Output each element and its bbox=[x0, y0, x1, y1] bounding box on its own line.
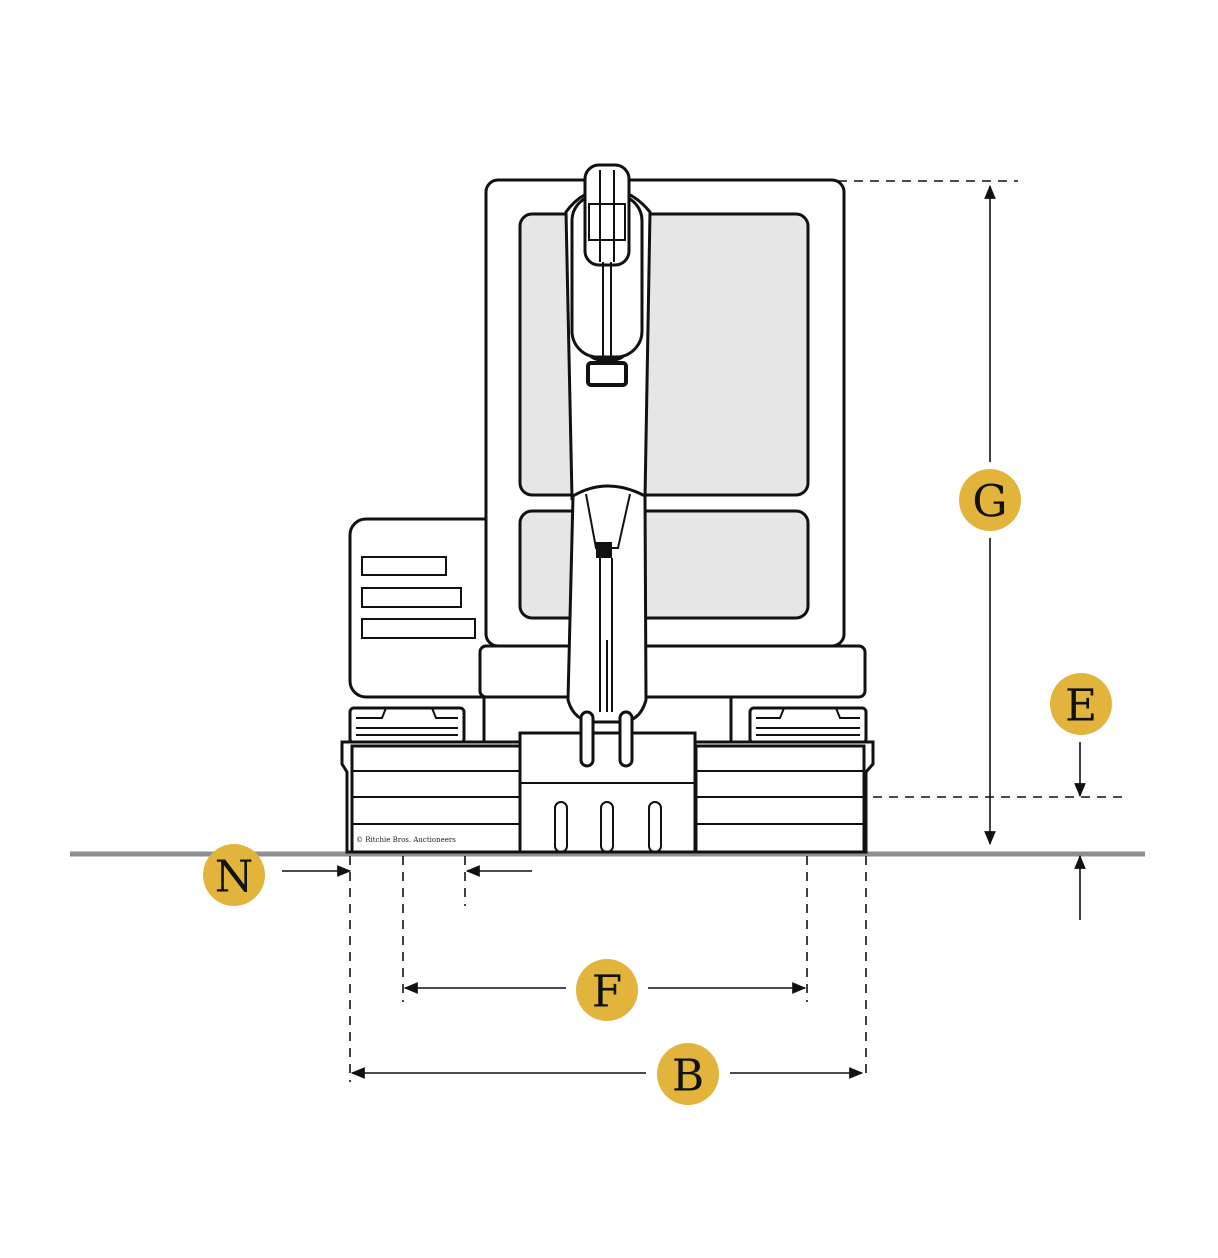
upper-deck bbox=[478, 644, 867, 699]
label-badge-e: E bbox=[1050, 673, 1112, 735]
right-idler bbox=[748, 706, 868, 745]
excavator-drawing: © Ritchie Bros. Auctioneers bbox=[340, 163, 875, 854]
bucket-links bbox=[579, 710, 634, 768]
badge-n-circle bbox=[203, 844, 265, 906]
arm-pin bbox=[586, 361, 628, 387]
left-idler bbox=[348, 706, 466, 745]
label-g: G bbox=[972, 477, 1007, 528]
label-n: N bbox=[215, 852, 254, 903]
label-e: E bbox=[1065, 681, 1097, 732]
dozer-blade bbox=[518, 731, 697, 854]
label-badge-b: B bbox=[657, 1043, 719, 1105]
dimension-b bbox=[350, 856, 867, 1079]
label-badge-n: N bbox=[203, 844, 265, 906]
arm bbox=[570, 163, 644, 387]
label-badge-g: G bbox=[959, 469, 1021, 531]
label-badge-f: F bbox=[576, 959, 638, 1021]
hood-vent-3 bbox=[361, 618, 476, 639]
hood-vent-1 bbox=[361, 556, 447, 576]
badge-g-circle bbox=[959, 469, 1021, 531]
copyright-text: © Ritchie Bros. Auctioneers bbox=[356, 836, 456, 844]
dimension-n bbox=[282, 856, 532, 1082]
cab-window-upper bbox=[518, 212, 810, 497]
dimension-e bbox=[873, 742, 1125, 920]
badge-b-circle bbox=[657, 1043, 719, 1105]
badge-f-circle bbox=[576, 959, 638, 1021]
left-track bbox=[350, 744, 522, 854]
right-track bbox=[694, 744, 866, 854]
badge-e-circle bbox=[1050, 673, 1112, 735]
label-f: F bbox=[592, 967, 623, 1018]
dimension-f bbox=[402, 856, 808, 1002]
dimension-g bbox=[838, 180, 1018, 846]
cab-window-lower bbox=[518, 509, 810, 620]
hood-vent-2 bbox=[361, 587, 462, 608]
label-b: B bbox=[672, 1051, 704, 1102]
